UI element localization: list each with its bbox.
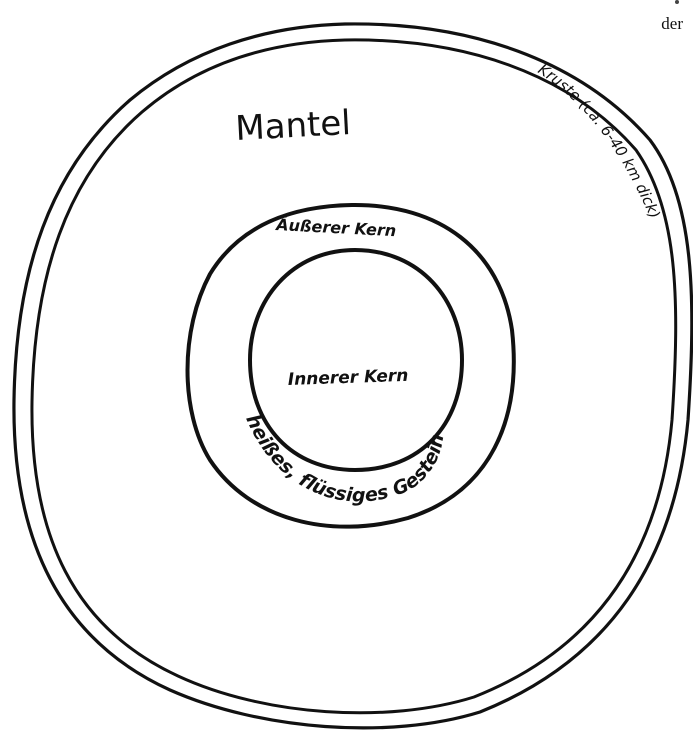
mantle-label: Mantel	[234, 103, 351, 149]
crust-label: Kruste (ca. 6-40 km dick)	[535, 60, 664, 221]
outer-core-label: Äußerer Kern	[274, 215, 397, 240]
inner-core-label: Innerer Kern	[287, 366, 408, 390]
outer-core-note-path: heißes, flüssiges Gestein	[241, 411, 448, 506]
outer-core-note-label: heißes, flüssiges Gestein	[241, 411, 448, 506]
outer-core-boundary	[188, 205, 514, 527]
crust-label-path: Kruste (ca. 6-40 km dick)	[535, 60, 664, 221]
